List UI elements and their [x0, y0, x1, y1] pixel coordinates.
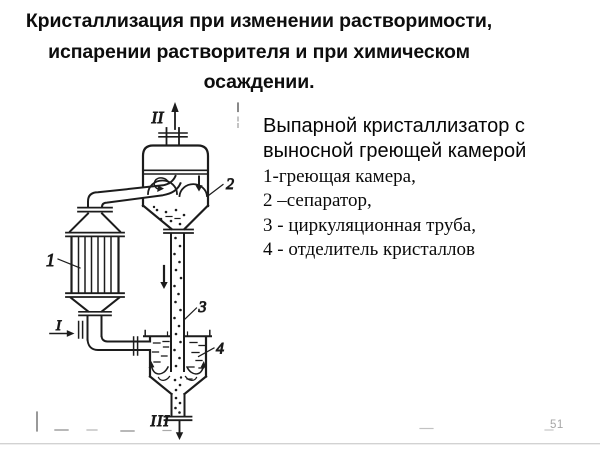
feed-inlet-arrow [49, 330, 75, 337]
label-feed-inlet: I [55, 318, 62, 334]
label-crystal-separator: 4 [216, 341, 224, 358]
figure-caption: Выпарной кристаллизатор с выносной греющ… [263, 114, 526, 163]
figure-caption-line-2: выносной греющей камерой [263, 139, 527, 162]
slide-title: Кристаллизация при изменении растворимос… [0, 6, 518, 98]
slide-title-line-1: Кристаллизация при изменении растворимос… [25, 10, 493, 32]
crystal-separator-pointer-line [197, 347, 215, 358]
figure-caption-line-1: Выпарной кристаллизатор с [263, 115, 525, 137]
legend-item-4: 4 - отделитель кристаллов [263, 238, 475, 260]
separator-pointer-line [207, 183, 224, 197]
circulation-tube-pointer-line [184, 307, 198, 320]
separator-flow-arrows [147, 175, 208, 197]
heater-pointer-line [57, 258, 81, 269]
legend-item-1: 1-греющая камера, [263, 166, 416, 187]
slide-title-line-2: испарении растворителя и при химическом [48, 40, 470, 63]
circulation-pipe-upper [87, 174, 182, 209]
page-number: 51 [550, 419, 564, 431]
figure-legend: 1-греющая камера, 2 –сепаратор, 3 - цирк… [263, 165, 476, 262]
legend-item-2: 2 –сепаратор, [263, 190, 372, 212]
crystal-separator-vessel [143, 329, 212, 422]
lower-feed-pipe [77, 314, 151, 356]
heating-chamber [65, 206, 125, 317]
separator-vessel [141, 144, 210, 234]
scan-artifacts [36, 102, 554, 432]
label-product-outlet: III [150, 413, 171, 430]
legend-item-3: 3 - циркуляционная труба, [263, 214, 476, 236]
product-outlet-arrow [175, 420, 184, 440]
circulation-tube [160, 232, 185, 372]
label-circulation-pipe: 3 [198, 299, 207, 316]
label-separator: 2 [226, 176, 234, 193]
slide-title-line-3: осаждении. [203, 71, 315, 93]
label-heating-chamber: 1 [46, 250, 55, 270]
label-vapor-outlet: II [151, 108, 165, 127]
vapor-outlet-arrow [158, 102, 188, 145]
